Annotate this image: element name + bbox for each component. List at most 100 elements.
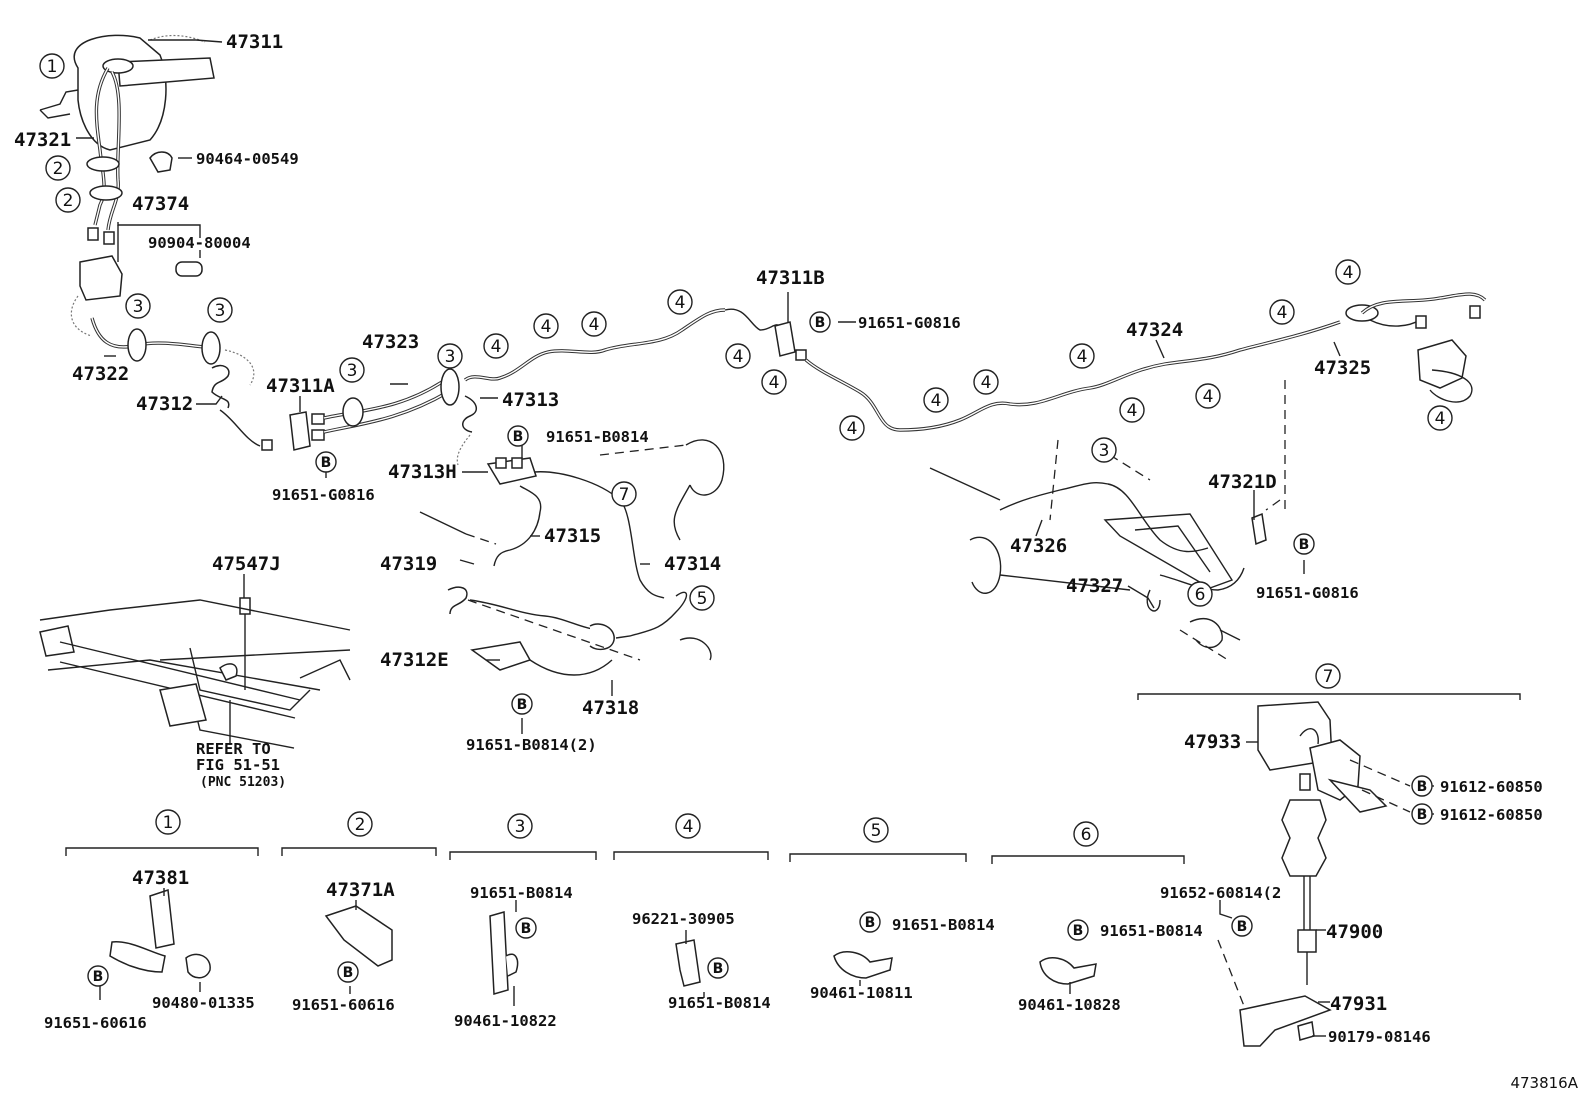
callout-3-marker-number: 3 [445,347,456,367]
callout-4-marker [761,369,787,395]
bolt-symbol-2-letter: B [513,429,524,445]
detail-group-4-marker [675,813,701,839]
bolt-symbol-9 [87,965,109,987]
label-47322: 47322 [72,363,129,385]
detail-group-2-marker-number: 2 [355,815,366,835]
callout-4-marker-number: 4 [769,373,780,393]
detail-5-parts [833,950,893,979]
callout-4-marker-number: 4 [541,317,552,337]
detail-1-parts [99,888,211,1000]
label-91651-G0816-b: 91651-G0816 [858,314,961,332]
label-47313H: 47313H [388,461,457,483]
callout-3-marker-number: 3 [133,297,144,317]
callout-3-marker [1091,437,1117,463]
label-90461-10822: 90461-10822 [454,1012,557,1030]
callout-4-marker-number: 4 [1203,387,1214,407]
label-91612-60850-b: 91612-60850 [1440,806,1543,824]
callout-4-marker-number: 4 [1127,401,1138,421]
callout-4-marker-number: 4 [1277,303,1288,323]
bolt-symbol-4 [1293,533,1315,555]
detail-4-parts [675,930,701,987]
label-47311A: 47311A [266,375,335,397]
callout-3-marker [339,357,365,383]
callout-4-marker [667,289,693,315]
label-47933: 47933 [1184,731,1241,753]
callout-3-marker-number: 3 [215,301,226,321]
label-91651-G0816-c: 91651-G0816 [1256,584,1359,602]
label-91651-60616-b: 91651-60616 [292,996,395,1014]
detail-group-3-marker-number: 3 [515,817,526,837]
load-sensing-valve-detail [1137,693,1521,1047]
detail-group-3-marker [507,813,533,839]
label-47327: 47327 [1066,575,1123,597]
callout-4-marker-number: 4 [847,419,858,439]
bolt-symbol-11 [515,917,537,939]
callout-2-marker [55,187,81,213]
figure-id: 473816A [1510,1074,1578,1092]
callout-4-marker-number: 4 [589,315,600,335]
label-47319: 47319 [380,553,437,575]
label-91651-B0814-d5: 91651-B0814 [892,916,995,934]
label-96221-30905: 96221-30905 [632,910,735,928]
label-91651-B0814-d3: 91651-B0814 [470,884,573,902]
bolt-symbol-6 [1411,775,1433,797]
label-91651-G0816-a: 91651-G0816 [272,486,375,504]
bolt-symbol-5-letter: B [517,697,528,713]
label-47326: 47326 [1010,535,1067,557]
bolt-symbol-14 [1067,919,1089,941]
callout-4-marker-number: 4 [1435,409,1446,429]
callout-2-marker-number: 2 [53,159,64,179]
bolt-symbol-13-letter: B [865,915,876,931]
bolt-symbol-10 [337,961,359,983]
label-47371A: 47371A [326,879,395,901]
detail-group-7-marker [1315,663,1341,689]
refer-note-line3: (PNC 51203) [200,775,286,790]
callout-3-marker-number: 3 [347,361,358,381]
bolt-symbol-6-letter: B [1417,779,1428,795]
bolt-symbol-14-letter: B [1073,923,1084,939]
callout-4-marker-number: 4 [733,347,744,367]
detail-group-7-marker-number: 7 [1323,667,1334,687]
callout-4-marker [1119,397,1145,423]
bolt-symbol-1-letter: B [321,455,332,471]
detail-group-5-marker [863,817,889,843]
callout-2-marker [45,155,71,181]
bolt-symbol-5 [511,693,533,715]
detail-3-parts [489,911,519,1006]
detail-group-4-marker-number: 4 [683,817,694,837]
detail-group-1-marker [155,809,181,835]
front-brake-tubes [70,292,1487,511]
label-47313: 47313 [502,389,559,411]
callout-4-marker-number: 4 [981,373,992,393]
callout-4-marker [581,311,607,337]
label-47900: 47900 [1326,921,1383,943]
callout-4-marker [533,313,559,339]
label-90464-00549: 90464-00549 [196,150,299,168]
label-47324: 47324 [1126,319,1183,341]
refer-note-line2: FIG 51-51 [196,756,280,774]
callout-4-marker [973,369,999,395]
rear-axle-area [929,439,1267,661]
detail-group-2-marker [347,811,373,837]
proportioning-area [419,439,725,676]
label-47381: 47381 [132,867,189,889]
callout-2-marker-number: 2 [63,191,74,211]
bolt-symbol-8-letter: B [1237,919,1248,935]
refer-note-line1: REFER TO [196,740,271,758]
bolt-symbol-12 [707,957,729,979]
leader-lines [76,39,1434,1037]
callout-7-marker [611,481,637,507]
label-91651-B0814-d6: 91651-B0814 [1100,922,1203,940]
callout-4-marker [725,343,751,369]
label-47325: 47325 [1314,357,1371,379]
bolt-symbol-4-letter: B [1299,537,1310,553]
frame-assembly [39,597,351,749]
label-47931: 47931 [1330,993,1387,1015]
label-91651-60616-a: 91651-60616 [44,1014,147,1032]
callout-4-marker-number: 4 [675,293,686,313]
label-90179-08146: 90179-08146 [1328,1028,1431,1046]
callout-4-marker-number: 4 [1343,263,1354,283]
